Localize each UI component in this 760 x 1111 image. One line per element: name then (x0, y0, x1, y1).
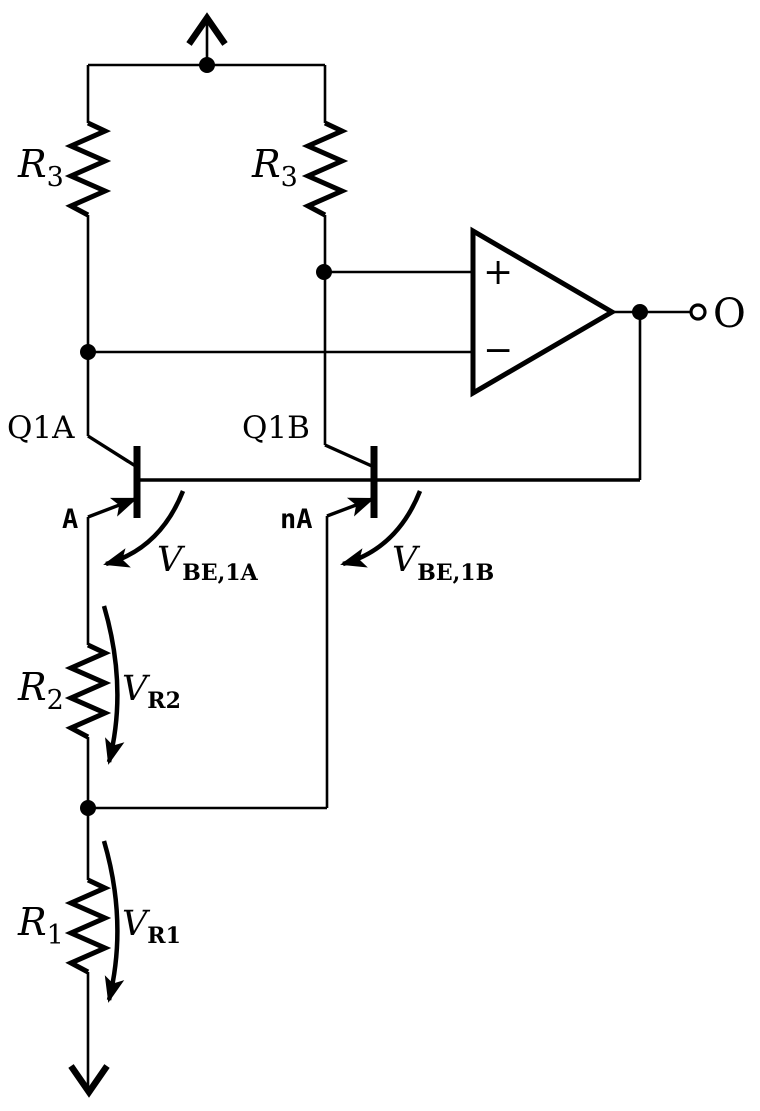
labels: R3 R3 Q1A Q1B A nA VBE,1A VBE,1B R2 VR2 … (7, 142, 746, 951)
vr1-arrow (101, 840, 125, 1003)
transistor-q1b-label: Q1B (242, 410, 310, 446)
wires (86, 22, 691, 1090)
left-branch-junction-dot (80, 344, 96, 360)
r2-sub: 2 (47, 685, 64, 716)
right-branch-junction-dot (316, 264, 332, 280)
vr2-main: V (122, 669, 151, 709)
q1b-collector-line (324, 443, 375, 469)
vbe-1b-label: VBE,1B (392, 540, 494, 586)
supply-junction-dot (199, 57, 215, 73)
emitter-node-dot (80, 800, 96, 816)
vr2-arrow (101, 605, 125, 765)
q1b-emitter-line (326, 497, 375, 518)
transistor-q1b (324, 443, 378, 518)
emitter-area-na-label: nA (280, 504, 313, 535)
output-junction-dot (632, 304, 648, 320)
q1a-collector-line (87, 434, 138, 469)
r3-right-main: R (251, 142, 281, 186)
opamp-minus-label: − (483, 330, 513, 371)
vbe-1a-sub: BE,1A (182, 560, 258, 586)
resistor-r2-label: R2 (17, 665, 64, 716)
resistor-r1-zigzag (64, 877, 112, 975)
transistor-q1a (87, 434, 141, 519)
r3-left-sub: 3 (47, 162, 64, 193)
opamp-plus-label: + (483, 252, 513, 293)
r3-right-sub: 3 (281, 162, 298, 193)
vbe-1a-label: VBE,1A (157, 540, 259, 586)
vbe-1a-arrow (103, 490, 186, 568)
vr1-label: VR1 (122, 904, 181, 949)
output-terminal-circle (689, 303, 707, 321)
r1-sub: 1 (47, 920, 64, 951)
r2-main: R (17, 665, 47, 709)
negative-supply-arrow-icon (68, 1064, 110, 1098)
vr2-label: VR2 (122, 669, 181, 714)
vbe-1b-arrow (340, 490, 423, 568)
r1-main: R (17, 900, 47, 944)
vbe-1b-main: V (392, 540, 421, 580)
junction-dots (80, 57, 648, 816)
q1a-emitter-line (87, 497, 138, 519)
r3-left-main: R (17, 142, 47, 186)
resistor-r3-left-label: R3 (17, 142, 64, 193)
vbe-1b-sub: BE,1B (417, 560, 494, 586)
resistor-r1-label: R1 (17, 900, 64, 951)
resistor-r2-zigzag (64, 642, 112, 740)
voltage-arrows (101, 490, 423, 1003)
vr1-main: V (122, 904, 151, 944)
resistor-r3-left-zigzag (64, 120, 112, 218)
transistor-q1a-label: Q1A (7, 410, 75, 446)
vr1-sub: R1 (147, 923, 181, 949)
emitter-area-a-label: A (62, 504, 78, 535)
vr2-sub: R2 (147, 688, 181, 714)
vbe-1a-main: V (157, 540, 186, 580)
resistor-r3-right-label: R3 (251, 142, 298, 193)
opamp-triangle (470, 226, 617, 398)
output-terminal-label: O (713, 291, 746, 337)
resistor-r3-right-zigzag (301, 120, 349, 218)
positive-supply-arrow-icon (186, 12, 228, 46)
